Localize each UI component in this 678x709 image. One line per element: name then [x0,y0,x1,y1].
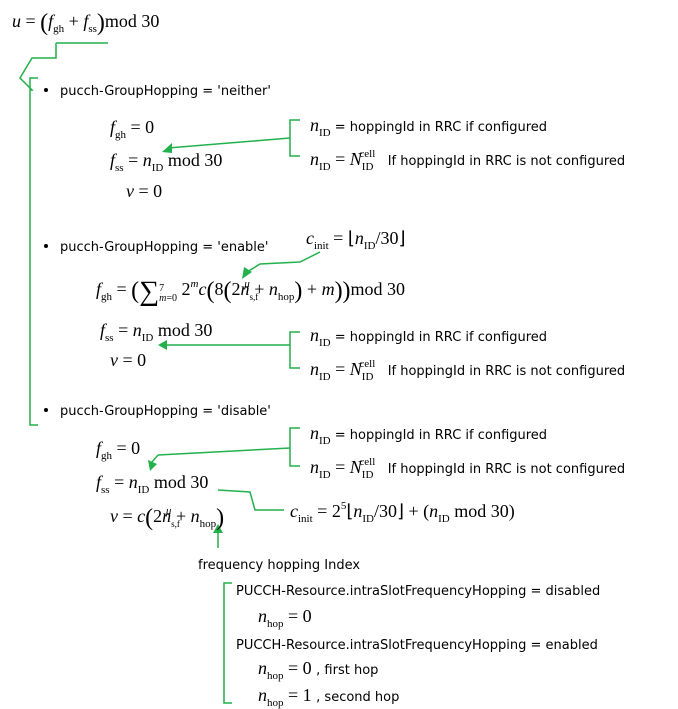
bullet-icon [44,88,48,92]
nid-configured-3: nID = hoppingId in RRC if configured [310,423,548,447]
v-disable: v = c(2ns,fμ + nhop) [110,505,225,531]
bullet-icon [44,244,48,248]
fgh-disable: fgh = 0 [96,438,141,462]
freq-hop-label: frequency hopping Index [198,558,361,573]
section-neither-label: pucch-GroupHopping = 'neither' [44,84,271,99]
nid-not-configured-3: nID = NIDcell If hoppingId in RRC is not… [310,456,626,481]
nid-configured-2: nID = hoppingId in RRC if configured [310,325,548,349]
intraslot-disabled: PUCCH-Resource.intraSlotFrequencyHopping… [236,584,601,599]
nhop-first: nhop = 0 , first hop [258,658,379,682]
nhop-second: nhop = 1 , second hop [258,685,400,709]
fss-neither: fss = nID mod 30 [110,150,223,174]
nid-not-configured-2: nID = NIDcell If hoppingId in RRC is not… [310,358,626,383]
cinit-enable: cinit = ⌊nID/30⌋ [306,228,406,252]
bullet-icon [44,408,48,412]
intraslot-enabled: PUCCH-Resource.intraSlotFrequencyHopping… [236,638,598,653]
top-formula: u = (fgh + fss)mod 30 [12,10,160,36]
cinit-disable: cinit = 25⌊nID/30⌋ + (nID mod 30) [290,500,515,525]
section-disable-label: pucch-GroupHopping = 'disable' [44,404,271,419]
nhop-disabled: nhop = 0 [258,606,312,630]
v-neither: v = 0 [126,181,163,201]
nid-not-configured-1: nID = NIDcell If hoppingId in RRC is not… [310,148,626,173]
section-enable-label: pucch-GroupHopping = 'enable' [44,240,268,255]
v-enable: v = 0 [110,350,147,370]
fgh-neither: fgh = 0 [110,117,155,141]
fss-disable: fss = nID mod 30 [96,472,209,496]
nid-configured-1: nID = hoppingId in RRC if configured [310,115,548,139]
fss-enable: fss = nID mod 30 [100,320,213,344]
